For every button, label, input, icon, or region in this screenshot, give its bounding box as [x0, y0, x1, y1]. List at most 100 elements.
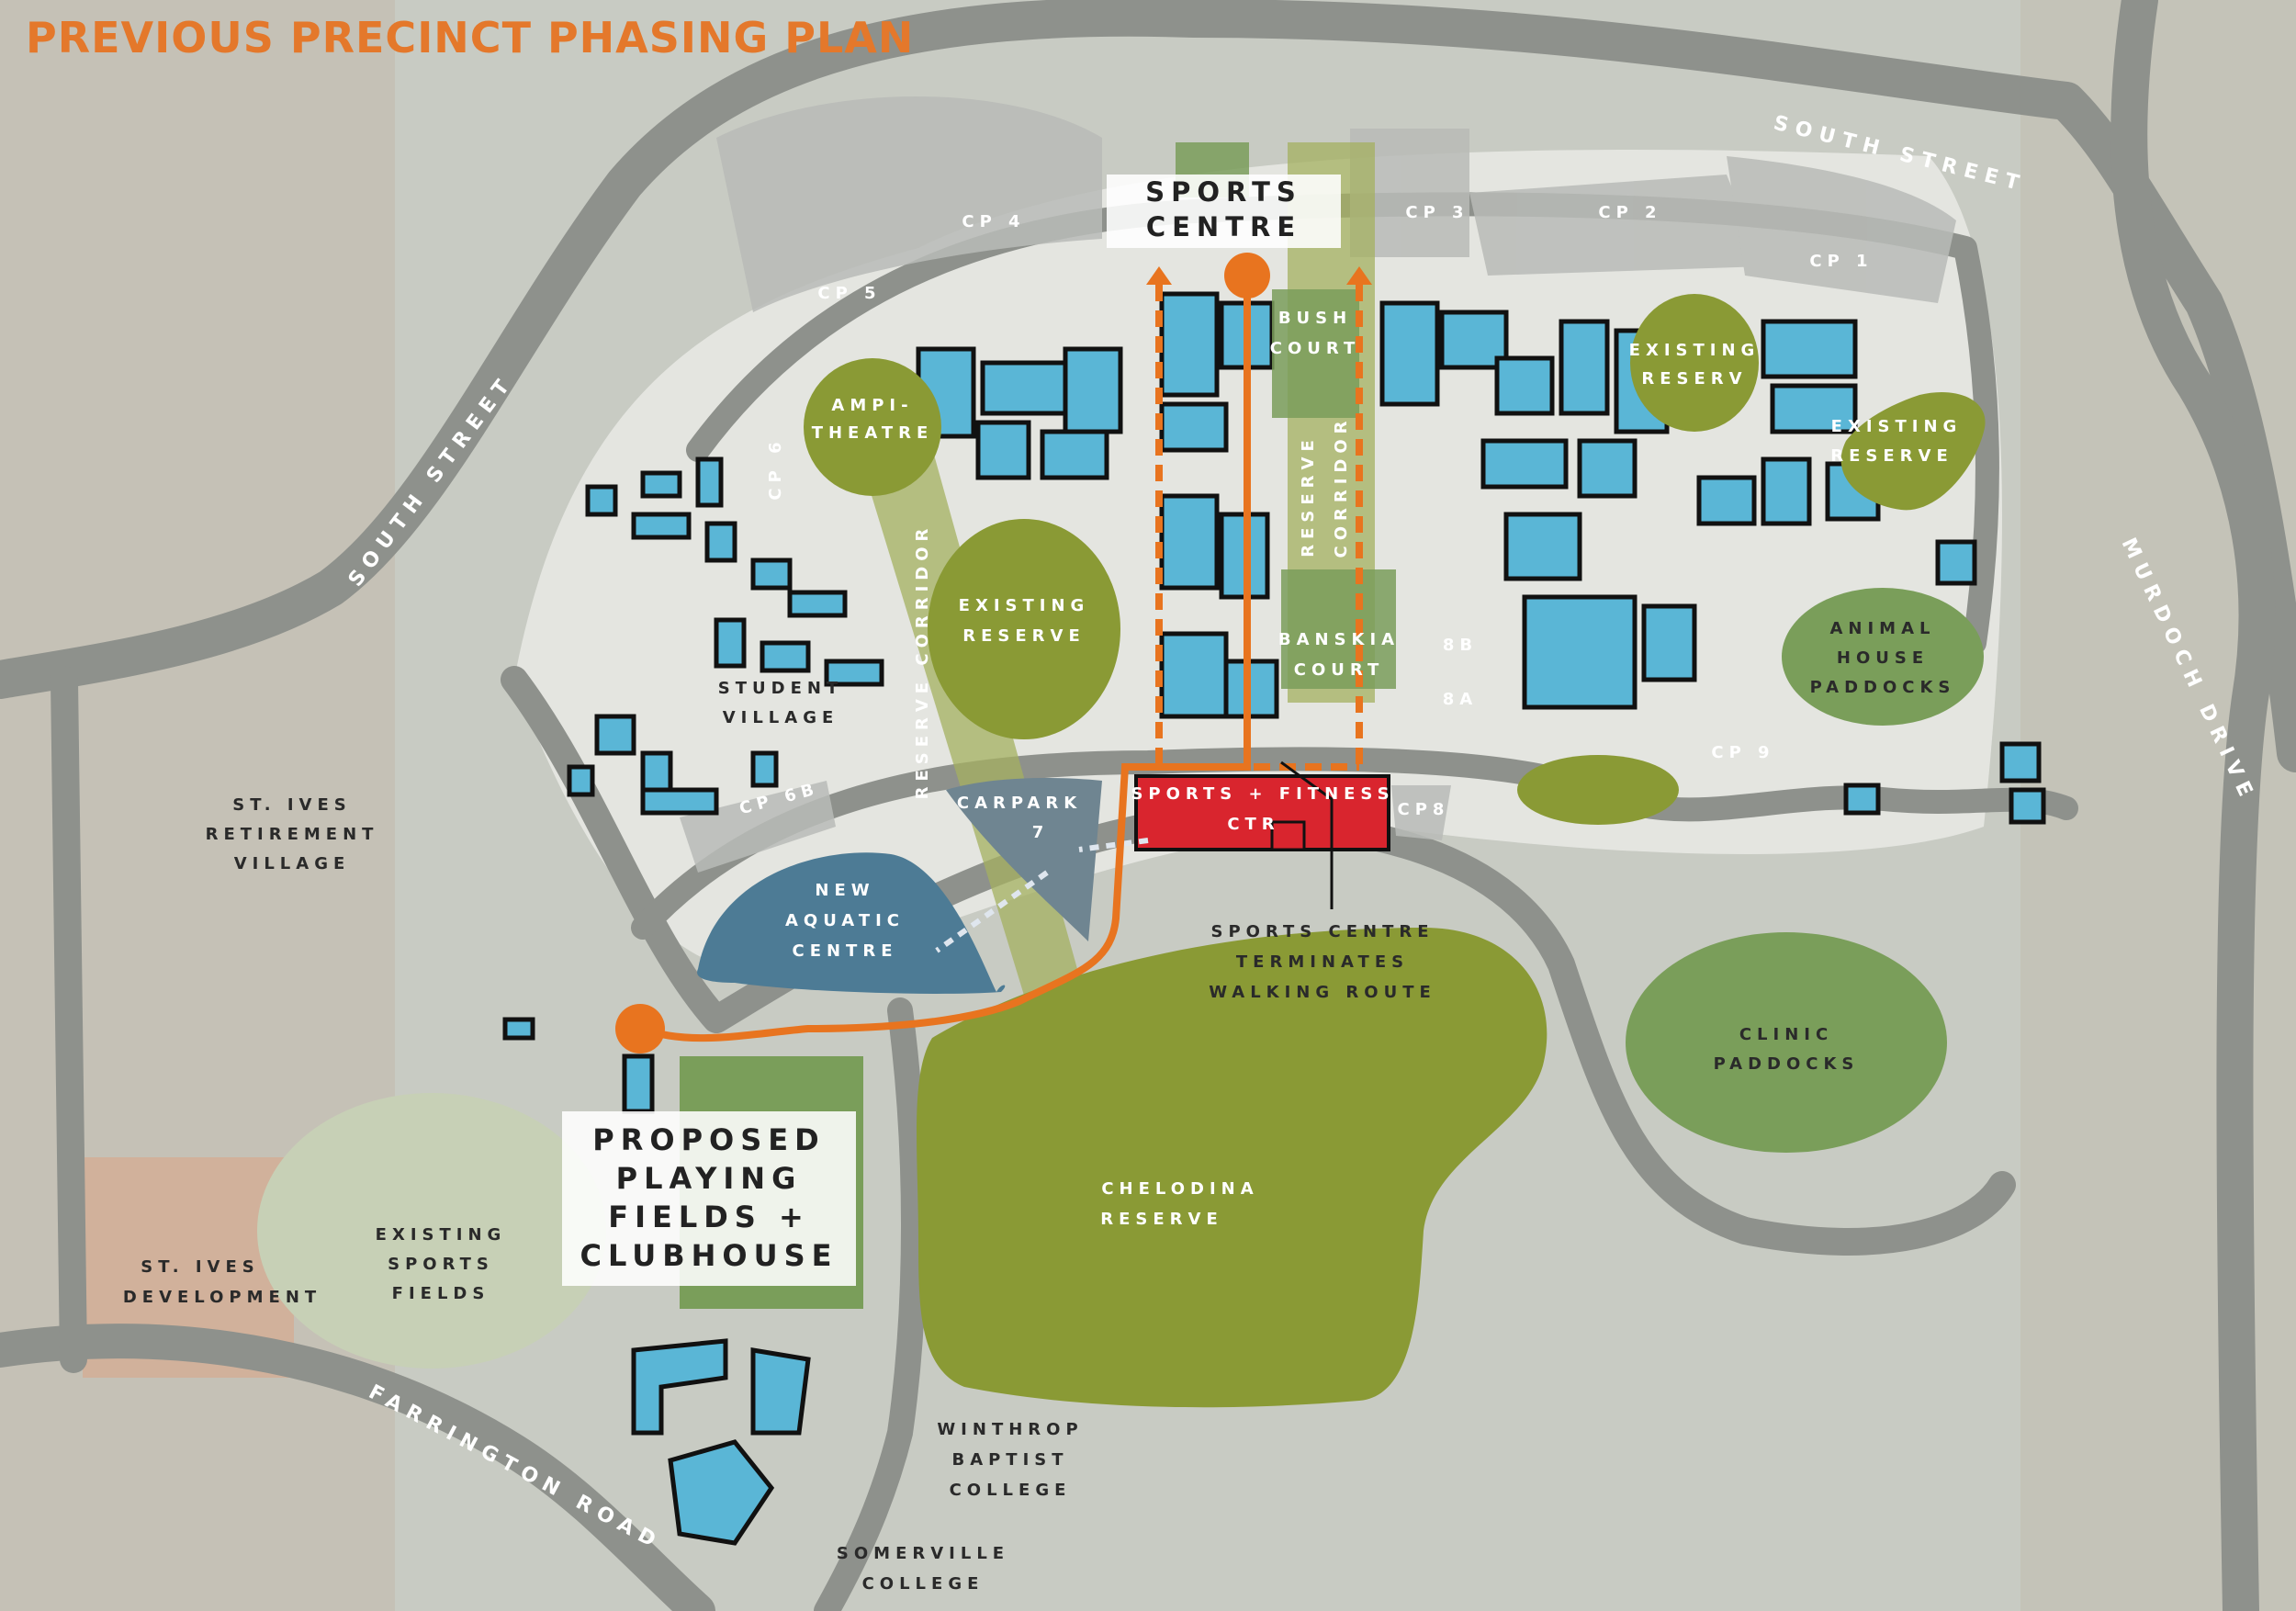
building — [1770, 383, 1858, 434]
building — [1503, 512, 1582, 581]
building — [1522, 594, 1638, 710]
dashed-route-arrowhead — [1346, 266, 1372, 285]
existing-reserve-right-label-1: EXISTING — [1629, 341, 1761, 360]
building — [1040, 429, 1109, 480]
sports-centre-label-2: CENTRE — [1145, 211, 1302, 242]
cp1-label: CP 1 — [1809, 252, 1873, 271]
aquatic-label-3: CENTRE — [792, 941, 897, 961]
carpark7-label-1: CARPARK — [957, 794, 1082, 813]
terminates-label-3: WALKING ROUTE — [1209, 983, 1436, 1002]
building — [2009, 787, 2046, 825]
access-arrows — [935, 838, 1149, 953]
access-arrow — [1078, 838, 1149, 852]
chelodina-label-1: CHELODINA — [1101, 1179, 1258, 1199]
paddocks — [1626, 588, 1984, 1153]
left-connector-road — [51, 666, 87, 1373]
building — [594, 714, 636, 756]
aquatic-label-2: AQUATIC — [785, 911, 905, 930]
existing-sports-fields-label-1: EXISTING — [376, 1225, 507, 1245]
terminates-label-1: SPORTS CENTRE — [1210, 922, 1434, 941]
building — [640, 470, 682, 499]
animal-house-label-3: PADDOCKS — [1810, 678, 1956, 697]
chelodina-label-2: RESERVE — [1100, 1210, 1223, 1229]
building — [1159, 401, 1229, 453]
banksia-court-label-1: BANSKIA — [1278, 630, 1400, 649]
building — [1494, 355, 1555, 416]
building — [668, 1439, 775, 1546]
existing-sports-fields-label-2: SPORTS — [388, 1255, 494, 1274]
playing-fields-label-3: FIELDS + — [608, 1200, 810, 1234]
sports-centre-label-box: SPORTS CENTRE — [1107, 175, 1341, 248]
amphitheatre-label-2: THEATRE — [812, 423, 934, 443]
leader-line — [1280, 760, 1334, 909]
st-ives-development-label-1: ST. IVES — [141, 1257, 260, 1277]
map-title: PREVIOUS PRECINCT PHASING PLAN — [26, 13, 915, 62]
carpark-7-shape — [946, 778, 1102, 941]
existing-sports-fields-area — [257, 1093, 606, 1369]
building — [640, 787, 719, 816]
building — [695, 456, 724, 508]
building — [714, 617, 747, 669]
cp8b-label: 8B — [1443, 636, 1478, 655]
cp8-label: CP8 — [1398, 800, 1450, 819]
animal-house-label-1: ANIMAL — [1829, 619, 1935, 638]
reserve-corridor-left-label: RESERVE CORRIDOR — [913, 524, 932, 800]
st-ives-retirement-label-3: VILLAGE — [234, 854, 351, 873]
sports-centre-label-1: SPORTS — [1145, 176, 1302, 208]
building — [1480, 438, 1569, 490]
south-street-road — [0, 0, 2296, 772]
dashed-route-arrowhead — [1146, 266, 1172, 285]
existing-reserve-far-right-label-1: EXISTING — [1831, 417, 1963, 436]
building — [760, 640, 811, 673]
cp6b-pad — [680, 781, 836, 873]
banksia-court-square — [1281, 569, 1396, 689]
cp4-label: CP 4 — [962, 212, 1025, 231]
bush-court-square — [1272, 289, 1359, 418]
building — [1559, 319, 1610, 416]
cp6-label: CP 6 — [766, 436, 785, 500]
south-spur-road — [814, 997, 927, 1611]
building — [1063, 346, 1123, 434]
animal-house-label-2: HOUSE — [1837, 648, 1929, 668]
cp5-label: CP 5 — [817, 284, 881, 303]
reserve-corridor-right-label-2: CORRIDOR — [1332, 415, 1351, 558]
student-village-label-2: VILLAGE — [723, 708, 839, 727]
building — [787, 590, 848, 618]
animal-house-paddocks — [1782, 588, 1984, 726]
existing-reserve-right-label-2: RESERV — [1641, 369, 1747, 389]
small-reserve-oval — [1517, 755, 1679, 825]
cp3-pad — [1350, 129, 1469, 257]
cp1-pad — [1727, 156, 1956, 303]
murdoch-drive-road — [2110, 0, 2276, 1611]
building — [567, 764, 595, 797]
building — [1843, 783, 1881, 816]
walking-route-start — [1224, 253, 1270, 299]
building — [1761, 456, 1812, 526]
building — [704, 521, 737, 563]
carparks — [680, 96, 1956, 873]
building — [750, 558, 793, 591]
playing-fields-label-1: PROPOSED — [592, 1122, 826, 1157]
building — [975, 420, 1031, 480]
new-aquatic-centre-shape — [697, 852, 1006, 994]
chelodina-reserve — [917, 928, 1548, 1408]
sports-fitness-label-2: CTR — [1227, 815, 1279, 834]
cp2-label: CP 2 — [1598, 203, 1661, 222]
building — [502, 1017, 535, 1041]
playing-fields-label-2: PLAYING — [615, 1161, 803, 1196]
clinic-paddocks — [1626, 932, 1947, 1153]
st-ives-retirement-label-2: RETIREMENT — [206, 825, 379, 844]
existing-reserve-center-label-1: EXISTING — [959, 596, 1090, 615]
building — [980, 360, 1068, 416]
building — [824, 659, 884, 687]
terminates-label-2: TERMINATES — [1236, 952, 1409, 972]
building — [585, 484, 618, 517]
winthrop-label-3: COLLEGE — [950, 1481, 1072, 1500]
bush-court-label-2: COURT — [1270, 339, 1360, 358]
existing-reserve-right — [1630, 294, 1759, 432]
walking-route — [641, 276, 1251, 1042]
access-arrow — [935, 870, 1049, 953]
building — [1696, 475, 1757, 526]
existing-reserve-center — [928, 519, 1120, 739]
building — [750, 1347, 811, 1436]
